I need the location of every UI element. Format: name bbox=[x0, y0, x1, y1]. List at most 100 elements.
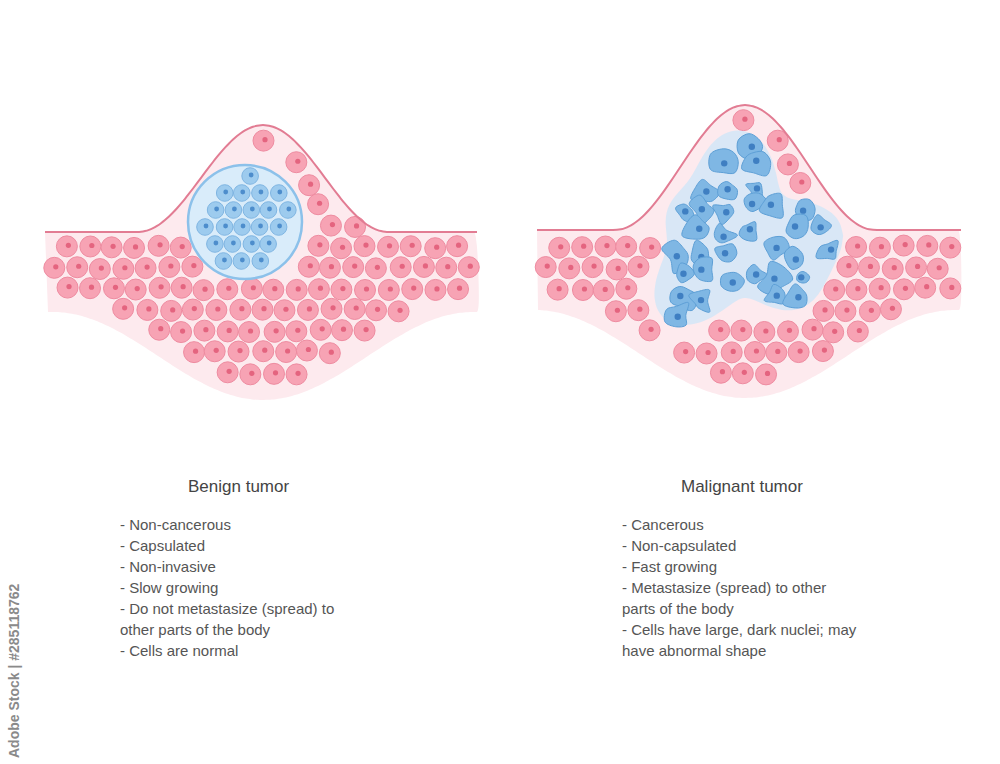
normal-cell bbox=[425, 279, 446, 300]
normal-cell bbox=[297, 299, 318, 320]
cell-nucleus bbox=[241, 224, 246, 229]
feature-text: - Cancerous bbox=[622, 514, 862, 535]
normal-cell bbox=[171, 277, 192, 298]
cell-nucleus bbox=[274, 328, 279, 333]
normal-cell bbox=[448, 279, 469, 300]
cell-nucleus bbox=[795, 294, 801, 300]
normal-cell bbox=[331, 320, 352, 341]
cell-body bbox=[308, 279, 329, 300]
cell-nucleus bbox=[237, 348, 242, 353]
cell-body bbox=[458, 257, 479, 278]
cell-nucleus bbox=[180, 244, 185, 249]
cell-body bbox=[135, 258, 156, 279]
normal-cell bbox=[184, 342, 205, 363]
cancer-cell bbox=[714, 223, 737, 242]
cancer-cell bbox=[764, 284, 785, 304]
cell-nucleus bbox=[581, 244, 586, 249]
normal-cell bbox=[286, 279, 307, 300]
cell-nucleus bbox=[637, 263, 642, 268]
cell-nucleus bbox=[423, 263, 428, 268]
malignant-tumor bbox=[654, 131, 843, 327]
cell-body bbox=[217, 321, 238, 342]
cell-nucleus bbox=[625, 243, 630, 248]
cell-nucleus bbox=[749, 144, 755, 150]
cell-nucleus bbox=[434, 286, 439, 291]
cell-body bbox=[572, 237, 593, 258]
cell-nucleus bbox=[240, 190, 245, 195]
cell-nucleus bbox=[749, 201, 755, 207]
cell-nucleus bbox=[99, 265, 104, 270]
normal-cell bbox=[230, 299, 251, 320]
cell-body bbox=[171, 322, 192, 343]
cell-body bbox=[742, 151, 771, 176]
benign-cell bbox=[260, 202, 277, 219]
cell-body bbox=[260, 202, 277, 219]
cell-nucleus bbox=[445, 264, 450, 269]
cell-body bbox=[233, 253, 250, 270]
cell-body bbox=[893, 235, 914, 256]
normal-cell bbox=[253, 341, 274, 362]
benign-cell bbox=[225, 202, 242, 219]
cell-body bbox=[67, 257, 88, 278]
cancer-cell bbox=[664, 302, 689, 327]
cell-body bbox=[207, 202, 224, 219]
cell-body bbox=[859, 301, 880, 322]
normal-cell bbox=[823, 322, 844, 343]
benign-cell bbox=[224, 236, 241, 253]
benign-cell bbox=[233, 253, 250, 270]
normal-cell bbox=[593, 280, 614, 301]
cell-body bbox=[243, 236, 260, 253]
cell-body bbox=[784, 246, 803, 269]
normal-cell bbox=[710, 362, 731, 383]
normal-cell bbox=[321, 298, 342, 319]
feature-text: - Capsulated bbox=[120, 535, 338, 556]
cell-nucleus bbox=[822, 347, 827, 352]
cell-body bbox=[80, 278, 101, 299]
cell-body bbox=[103, 278, 124, 299]
cell-nucleus bbox=[677, 293, 683, 299]
cell-body bbox=[714, 223, 737, 242]
normal-cell bbox=[331, 279, 352, 300]
heading: Benign tumor bbox=[188, 476, 289, 498]
cancer-cell bbox=[682, 215, 709, 239]
cell-nucleus bbox=[456, 243, 461, 248]
cell-nucleus bbox=[223, 224, 228, 229]
cell-nucleus bbox=[203, 327, 208, 332]
cell-nucleus bbox=[259, 190, 264, 195]
capsule bbox=[188, 165, 302, 279]
cell-body bbox=[182, 256, 203, 277]
cell-body bbox=[402, 279, 423, 300]
normal-cell bbox=[458, 257, 479, 278]
cell-body bbox=[321, 298, 342, 319]
cell-nucleus bbox=[724, 186, 730, 192]
cell-nucleus bbox=[857, 328, 862, 333]
cell-body bbox=[425, 238, 446, 259]
cell-nucleus bbox=[317, 201, 322, 206]
cell-nucleus bbox=[675, 314, 681, 320]
cell-body bbox=[57, 277, 78, 298]
cell-body bbox=[733, 110, 754, 131]
normal-cell bbox=[354, 236, 375, 257]
normal-cell bbox=[595, 236, 616, 257]
normal-cell bbox=[365, 258, 386, 279]
cell-nucleus bbox=[846, 263, 851, 268]
feature-text: - Non-invasive bbox=[120, 556, 338, 577]
cell-body bbox=[260, 236, 277, 253]
cell-nucleus bbox=[261, 306, 266, 311]
cell-nucleus bbox=[754, 348, 759, 353]
cell-body bbox=[148, 235, 169, 256]
cell-nucleus bbox=[582, 286, 587, 291]
cancer-cell bbox=[816, 240, 838, 259]
cell-nucleus bbox=[170, 307, 175, 312]
normal-cell bbox=[940, 278, 961, 299]
cell-body bbox=[230, 299, 251, 320]
cell-body bbox=[582, 257, 603, 278]
cell-nucleus bbox=[248, 328, 253, 333]
cell-nucleus bbox=[318, 286, 323, 291]
cell-body bbox=[639, 320, 660, 341]
watermark: Adobe Stock | #285118762 bbox=[6, 584, 22, 758]
normal-cell bbox=[331, 238, 352, 259]
cell-body bbox=[206, 299, 227, 320]
normal-cell bbox=[777, 321, 798, 342]
cancer-cell bbox=[797, 271, 810, 283]
